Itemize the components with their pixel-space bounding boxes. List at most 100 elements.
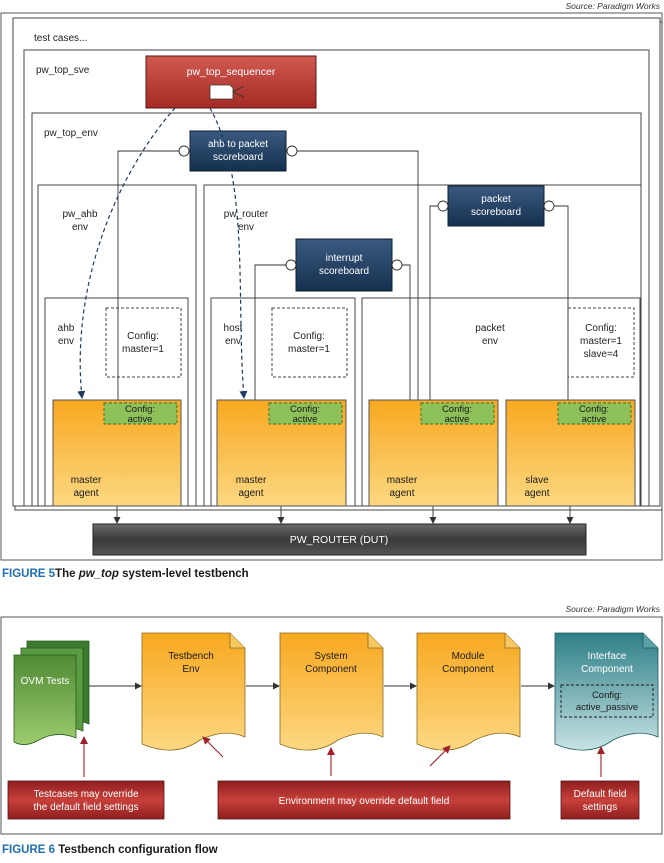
svg-text:active_passive: active_passive xyxy=(576,702,638,713)
analysis-port-icon xyxy=(178,145,190,157)
agent-config-active xyxy=(268,402,343,425)
svg-text:Env: Env xyxy=(182,664,199,675)
svg-text:Default field: Default field xyxy=(574,789,627,800)
host-master-agent: Config: active master agent xyxy=(216,399,347,507)
svg-text:Component: Component xyxy=(305,664,357,675)
svg-text:Component: Component xyxy=(442,664,494,675)
svg-text:master: master xyxy=(236,475,267,486)
test-cases-label: test cases... xyxy=(34,33,87,44)
pw-router-env-label-1: pw_router xyxy=(224,209,269,220)
svg-text:active: active xyxy=(293,414,318,425)
fig5-source: Source: Paradigm Works xyxy=(566,1,661,11)
module-component-doc: Module Component xyxy=(416,632,521,751)
pw-router-dut: PW_ROUTER (DUT) xyxy=(92,523,587,556)
pw-top-sve-label: pw_top_sve xyxy=(36,65,90,76)
svg-text:Testbench: Testbench xyxy=(168,651,214,662)
analysis-port-icon xyxy=(391,259,403,271)
analysis-port-icon xyxy=(543,200,555,212)
ahb-master-agent: Config: active master agent xyxy=(52,399,182,507)
svg-text:Config:: Config: xyxy=(125,404,155,415)
ahb-env-config xyxy=(105,307,182,378)
host-env-config xyxy=(271,307,348,378)
svg-text:master: master xyxy=(387,475,418,486)
svg-text:ahb to packet: ahb to packet xyxy=(208,139,268,150)
svg-text:active: active xyxy=(128,414,153,425)
ahb-env-label-2: env xyxy=(58,336,74,347)
svg-text:System: System xyxy=(314,651,347,662)
svg-text:Config:: Config: xyxy=(293,331,325,342)
svg-text:agent: agent xyxy=(389,488,414,499)
ahb-env-label-1: ahb xyxy=(58,323,75,334)
note-testcases: Testcases may override the default field… xyxy=(7,780,165,820)
agent-dut-connections xyxy=(113,506,574,524)
svg-text:Config:: Config: xyxy=(290,404,320,415)
svg-text:OVM Tests: OVM Tests xyxy=(21,676,70,687)
svg-text:the default field settings: the default field settings xyxy=(33,802,138,813)
agent-config-active xyxy=(103,402,178,425)
analysis-port-icon xyxy=(285,259,297,271)
testbench-env-doc: Testbench Env xyxy=(141,632,246,751)
override-arrows xyxy=(80,736,605,777)
system-component-doc: System Component xyxy=(279,632,384,751)
svg-text:scoreboard: scoreboard xyxy=(213,152,263,163)
host-env-label-1: host xyxy=(224,323,243,334)
svg-text:settings: settings xyxy=(583,802,617,813)
svg-text:Config:: Config: xyxy=(585,323,617,334)
svg-text:agent: agent xyxy=(73,488,98,499)
svg-text:agent: agent xyxy=(524,488,549,499)
pw-top-env-label: pw_top_env xyxy=(44,128,98,139)
host-env-label-2: env xyxy=(225,336,241,347)
packet-master-agent: Config: active master agent xyxy=(368,399,499,507)
svg-text:PW_ROUTER (DUT): PW_ROUTER (DUT) xyxy=(290,534,389,546)
agent-config-active xyxy=(557,402,632,425)
svg-text:slave: slave xyxy=(525,475,549,486)
svg-text:active: active xyxy=(582,414,607,425)
packet-env-label-1: packet xyxy=(475,323,505,334)
pw-top-sequencer: pw_top_sequencer xyxy=(145,55,317,109)
pw-ahb-env-label-2: env xyxy=(72,222,88,233)
sequence-item-icon xyxy=(209,84,234,100)
ahb-to-packet-scoreboard: ahb to packet scoreboard xyxy=(178,130,298,172)
svg-text:scoreboard: scoreboard xyxy=(471,207,521,218)
svg-text:active: active xyxy=(445,414,470,425)
svg-text:master=1: master=1 xyxy=(288,344,330,355)
fig6-frame xyxy=(0,616,663,835)
pw-top-sequencer-label: pw_top_sequencer xyxy=(187,66,276,78)
svg-text:Testcases may override: Testcases may override xyxy=(33,789,138,800)
sequencer-connections xyxy=(77,107,248,399)
interrupt-scoreboard: interrupt scoreboard xyxy=(285,238,403,292)
fig6-source: Source: Paradigm Works xyxy=(566,604,661,614)
svg-text:Environment may override defau: Environment may override default field xyxy=(279,796,450,807)
svg-text:agent: agent xyxy=(238,488,263,499)
svg-text:Config:: Config: xyxy=(579,404,609,415)
svg-text:Config:: Config: xyxy=(127,331,159,342)
svg-text:master=1: master=1 xyxy=(580,336,622,347)
svg-text:scoreboard: scoreboard xyxy=(319,266,369,277)
svg-text:Interface: Interface xyxy=(588,651,627,662)
ovm-tests: OVM Tests xyxy=(13,640,90,745)
pw-router-env-label-2: env xyxy=(238,222,254,233)
fig6-caption: FIGURE 6 Testbench configuration flow xyxy=(2,844,218,856)
scoreboard-connections xyxy=(117,147,569,400)
svg-text:master: master xyxy=(71,475,102,486)
packet-env-config xyxy=(567,307,635,378)
interface-config xyxy=(560,684,654,718)
svg-text:slave=4: slave=4 xyxy=(584,349,619,360)
svg-text:Module: Module xyxy=(452,651,485,662)
packet-env-label-2: env xyxy=(482,336,498,347)
svg-text:packet: packet xyxy=(481,194,511,205)
svg-text:Component: Component xyxy=(581,664,633,675)
svg-text:interrupt: interrupt xyxy=(326,253,363,264)
svg-text:Config:: Config: xyxy=(442,404,472,415)
svg-text:Config:: Config: xyxy=(592,690,622,701)
interface-component-doc: Interface Component Config: active_passi… xyxy=(554,632,659,751)
note-environment: Environment may override default field xyxy=(217,780,511,820)
analysis-port-icon xyxy=(437,200,449,212)
pw-ahb-env-label-1: pw_ahb xyxy=(62,209,97,220)
analysis-port-icon xyxy=(286,145,298,157)
packet-slave-agent: Config: active slave agent xyxy=(505,399,636,507)
agent-config-active xyxy=(420,402,495,425)
packet-scoreboard: packet scoreboard xyxy=(437,185,555,227)
svg-text:master=1: master=1 xyxy=(122,344,164,355)
